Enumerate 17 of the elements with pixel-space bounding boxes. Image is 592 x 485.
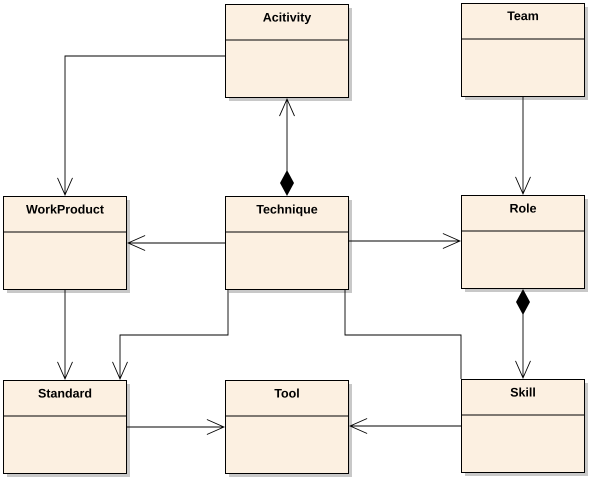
arrow bbox=[126, 419, 225, 435]
class-box: Standard bbox=[2, 380, 130, 477]
arrow bbox=[348, 233, 461, 249]
arrow bbox=[57, 56, 226, 196]
arrow bbox=[127, 235, 226, 251]
class-box: Tool bbox=[224, 380, 352, 477]
arrow bbox=[349, 418, 462, 434]
class-box: WorkProduct bbox=[2, 196, 130, 293]
arrow bbox=[515, 96, 531, 195]
class-box: Skill bbox=[460, 379, 588, 476]
arrow bbox=[57, 290, 73, 380]
class-box: Role bbox=[460, 195, 588, 292]
arrow bbox=[112, 290, 228, 380]
class-box: Acitivity bbox=[224, 4, 352, 101]
class-box: Team bbox=[460, 3, 588, 100]
class-box: Technique bbox=[224, 196, 352, 293]
connector-line bbox=[344, 290, 462, 380]
